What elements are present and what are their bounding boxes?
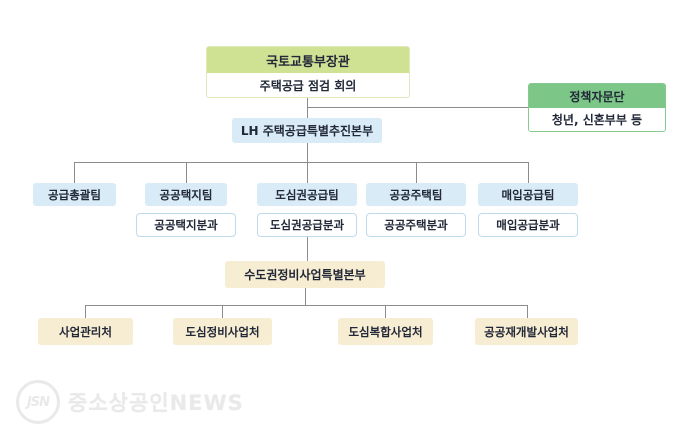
minister-title: 국토교통부장관 — [207, 47, 409, 73]
subdivision-public-land: 공공택지분과 — [136, 213, 236, 237]
team-box-purchase-supply: 매입공급팀 — [478, 183, 578, 206]
watermark: JSN 중소상공인NEWS — [16, 380, 244, 424]
team-box-urban-supply: 도심권공급팀 — [257, 183, 357, 206]
connector-drop-team-3 — [307, 162, 308, 183]
advisory-subtitle: 청년, 신혼부부 등 — [529, 108, 665, 131]
team-box-supply-general: 공급총괄팀 — [33, 183, 116, 206]
team-box-public-housing: 공공주택팀 — [366, 183, 466, 206]
connector-metro-hq-down — [305, 288, 306, 305]
metro-hq-box: 수도권정비사업특별본부 — [225, 261, 385, 288]
connector-drop-team-1 — [74, 162, 75, 183]
division-box-urban-improvement: 도심정비사업처 — [173, 318, 272, 345]
task-force-box: LH 주택공급특별추진본부 — [232, 118, 382, 143]
connector-drop-team-5 — [528, 162, 529, 183]
division-box-business-management: 사업관리처 — [38, 318, 133, 345]
division-box-urban-complex: 도심복합사업처 — [338, 318, 433, 345]
connector-drop-team-4 — [416, 162, 417, 183]
connector-sub-to-metro-hq — [307, 237, 308, 261]
connector-divisions-horizontal — [85, 305, 527, 306]
connector-drop-division-1 — [85, 305, 86, 318]
connector-teams-horizontal — [74, 162, 528, 163]
team-box-public-land: 공공택지팀 — [145, 183, 227, 206]
connector-drop-division-2 — [222, 305, 223, 318]
subdivision-public-housing: 공공주택분과 — [366, 213, 466, 237]
connector-to-advisory — [307, 107, 528, 108]
subdivision-purchase-supply: 매입공급분과 — [478, 213, 578, 237]
subdivision-urban-supply: 도심권공급분과 — [257, 213, 357, 237]
connector-drop-team-2 — [186, 162, 187, 183]
news-logo-icon: JSN — [16, 380, 60, 424]
minister-box: 국토교통부장관 주택공급 점검 회의 — [206, 46, 410, 98]
advisory-box: 정책자문단 청년, 신혼부부 등 — [528, 83, 666, 132]
connector-drop-division-3 — [385, 305, 386, 318]
connector-taskforce-down — [307, 143, 308, 162]
connector-drop-division-4 — [527, 305, 528, 318]
division-box-public-redevelopment: 공공재개발사업처 — [475, 318, 578, 345]
advisory-title: 정책자문단 — [529, 84, 665, 108]
minister-subtitle: 주택공급 점검 회의 — [207, 73, 409, 97]
watermark-text: 중소상공인NEWS — [68, 391, 244, 415]
